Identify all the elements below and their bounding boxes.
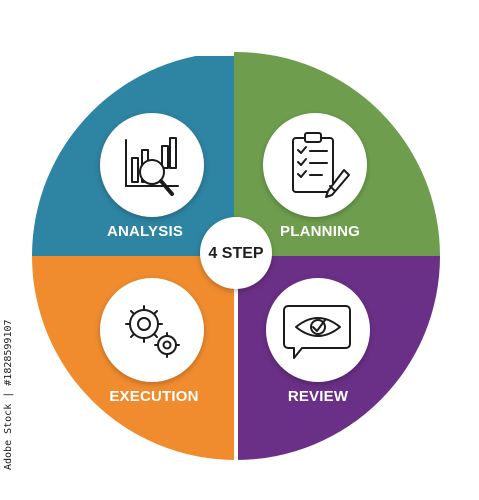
- step-label-execution: EXECUTION: [109, 388, 198, 405]
- step-label-analysis: ANALYSIS: [107, 223, 183, 240]
- clipboard-checklist-icon: [292, 132, 350, 198]
- planning-icon-circle: [263, 113, 367, 217]
- step-label-review: REVIEW: [288, 388, 349, 405]
- eye-speech-bubble-icon: [283, 305, 351, 359]
- center-circle: [200, 217, 272, 289]
- center-label: 4 STEP: [208, 245, 263, 262]
- analysis-chart-magnifier-icon: [125, 137, 179, 196]
- gears-icon: [125, 305, 180, 358]
- execution-icon-circle: [100, 278, 204, 382]
- side-stock-text: Adobe Stock | #1828599107: [3, 319, 14, 470]
- step-label-planning: PLANNING: [280, 223, 360, 240]
